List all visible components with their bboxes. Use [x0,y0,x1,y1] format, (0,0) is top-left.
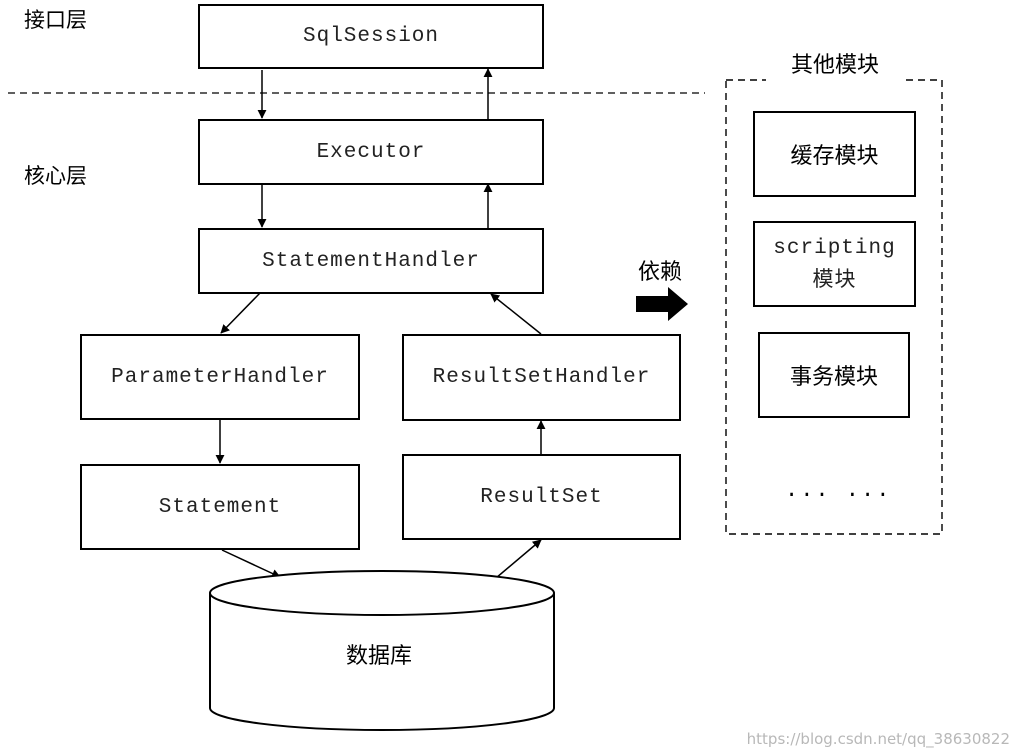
watermark-text: https://blog.csdn.net/qq_38630822 [746,730,1010,748]
statementhandler-box: StatementHandler [198,228,544,294]
database-label: 数据库 [346,644,413,669]
resultset-box: ResultSet [402,454,681,540]
statement-box: Statement [80,464,360,550]
transaction-module-box: 事务模块 [758,332,910,418]
arrow-statementhandler-to-parameterhandler [220,292,261,334]
parameterhandler-box: ParameterHandler [80,334,360,420]
arrow-resultsethandler-to-statementhandler [490,293,542,335]
executor-box: Executor [198,119,544,185]
other-modules-title: 其他模块 [766,48,904,88]
sqlsession-box: SqlSession [198,4,544,69]
cache-module-box: 缓存模块 [753,111,916,197]
dependency-label: 依赖 [638,260,683,285]
scripting-module-line1: scripting [773,237,896,260]
scripting-module-line2: 模块 [812,267,857,291]
arrow-database-to-resultset [495,539,542,579]
resultsethandler-box: ResultSetHandler [402,334,681,421]
more-modules-ellipsis: ... ... [785,478,892,503]
interface-layer-label: 接口层 [24,8,87,32]
arrow-statement-to-database [221,549,281,578]
database-cylinder [209,570,555,731]
scripting-module-box: scripting 模块 [753,221,916,307]
core-layer-label: 核心层 [24,164,87,188]
dependency-arrow-icon [636,287,688,321]
